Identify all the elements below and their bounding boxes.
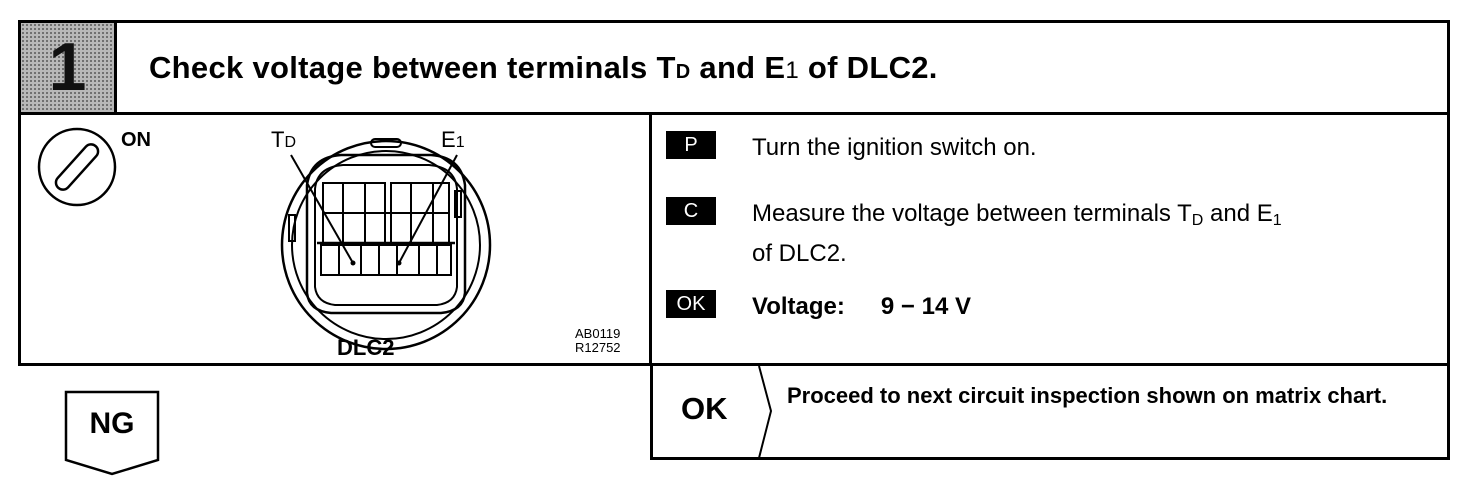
dlc2-connector-icon <box>280 138 492 351</box>
check-td-sub: D <box>1191 212 1204 229</box>
ok-tag: OK <box>666 290 716 318</box>
td-leader-line <box>290 154 354 264</box>
terminal-e1-main: E <box>441 127 456 152</box>
ignition-key-icon <box>37 127 117 207</box>
switch-on-label: ON <box>121 129 151 151</box>
instructions-panel: P Turn the ignition switch on. C Measure… <box>649 112 1450 366</box>
check-text-b: and E <box>1203 200 1273 227</box>
step-title: Check voltage between terminals TD and E… <box>149 50 938 86</box>
terminal-e1-label: E1 <box>441 127 465 153</box>
terminal-e1-sub: 1 <box>455 134 465 151</box>
title-e1-sub: 1 <box>785 57 799 84</box>
prepare-tag: P <box>666 131 716 159</box>
check-text: Measure the voltage between terminals TD… <box>752 197 1442 270</box>
title-prefix: Check voltage between terminals T <box>149 50 676 85</box>
step-badge: 1 <box>21 23 117 112</box>
title-td-sub: D <box>675 61 691 83</box>
step-number: 1 <box>48 29 87 105</box>
title-middle: and E <box>690 50 786 85</box>
figure-code-line2: R12752 <box>575 340 621 355</box>
step-header: 1 Check voltage between terminals TD and… <box>18 20 1450 115</box>
title-suffix: of DLC2. <box>798 50 938 85</box>
ok-result-label: OK <box>681 391 728 426</box>
terminal-td-sub: D <box>284 134 297 151</box>
ok-result-text: Proceed to next circuit inspection shown… <box>787 383 1388 408</box>
check-text-c: of DLC2. <box>752 240 847 267</box>
check-text-a: Measure the voltage between terminals T <box>752 200 1192 227</box>
dlc2-connector-drawing <box>37 127 492 351</box>
ok-chevron-icon <box>758 366 773 459</box>
voltage-label: Voltage: <box>752 293 845 320</box>
connector-label: DLC2 <box>337 335 395 360</box>
figure-code-line1: AB0119 <box>575 326 621 341</box>
ok-result-box: OK Proceed to next circuit inspection sh… <box>650 366 1450 460</box>
check-e1-sub: 1 <box>1272 212 1282 229</box>
ng-arrow-icon <box>64 390 160 476</box>
terminal-td-main: T <box>271 127 285 152</box>
voltage-value: 9 − 14 V <box>880 293 971 320</box>
e1-leader-line <box>398 154 458 264</box>
ok-criteria-text: Voltage: 9 − 14 V <box>752 290 1442 323</box>
terminal-td-label: TD <box>271 127 296 153</box>
ng-label: NG <box>89 407 135 440</box>
prepare-text: Turn the ignition switch on. <box>752 134 1037 161</box>
check-tag: C <box>666 197 716 225</box>
